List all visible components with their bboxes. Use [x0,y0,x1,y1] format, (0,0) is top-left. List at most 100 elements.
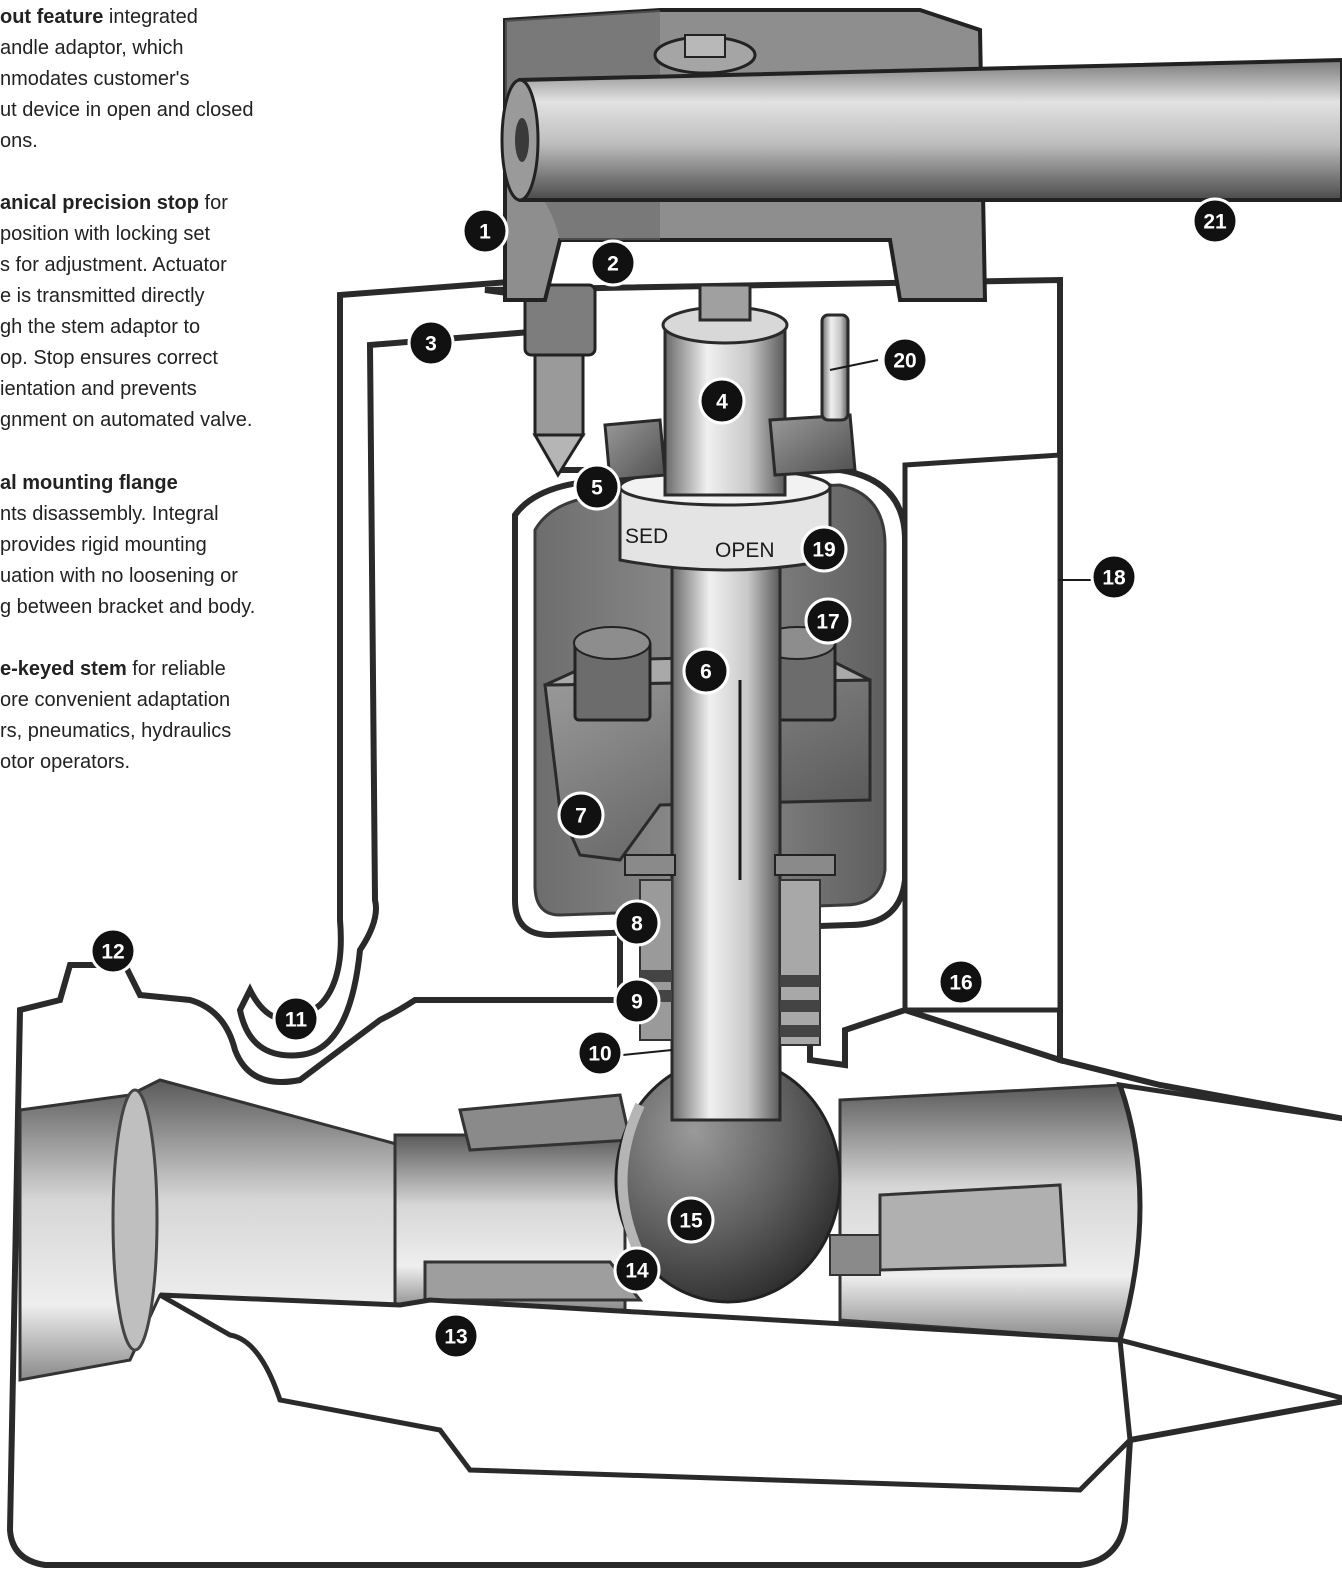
bracket-cut-face [236,276,560,1059]
callout-14-badge [613,1246,661,1294]
packing-stack [624,854,836,1046]
feature-line: gnment on automated valve. [0,405,320,436]
feature-line: e-keyed stem for reliable [0,654,320,685]
feature-line: ientation and prevents [0,374,320,405]
feature-line-text: andle adaptor, which [0,37,184,59]
feature-paragraph: al mounting flange nts disassembly. Integ… [0,468,320,623]
handle-bar-end-hole [515,118,529,162]
callout-20: 20 [881,336,929,384]
callout-4: 4 [698,377,746,425]
callout-14-number: 14 [625,1260,649,1283]
leader-lines [622,359,1093,1056]
callout-14: 14 [613,1246,661,1294]
set-screw-tip [532,433,586,478]
feature-line: al mounting flange [0,468,320,499]
feature-line-text: ientation and prevents [0,378,197,400]
callout-16: 16 [937,958,985,1006]
feature-line: otor operators. [0,747,320,778]
callout-2-badge [589,239,637,287]
feature-line-bold: out feature [0,6,104,28]
feature-line-text: otor operators. [0,751,131,773]
feature-line: ut device in open and closed [0,95,320,126]
callout-12: 12 [89,927,137,975]
leader-20 [829,359,879,371]
seat-right [878,1183,1067,1272]
feature-line-text: ut device in open and closed [0,99,254,121]
callout-13-number: 13 [444,1326,467,1349]
callout-17-number: 17 [816,611,839,634]
feature-line: out feature integrated [0,2,320,33]
callout-21-number: 21 [1203,211,1227,234]
feature-paragraph: e-keyed stem for reliable ore convenient … [0,654,320,778]
feature-line: anical precision stop for [0,188,320,219]
callout-15-number: 15 [679,1210,703,1233]
callout-18-number: 18 [1102,567,1126,590]
callout-19-badge [800,525,848,573]
feature-line-text: e is transmitted directly [0,285,205,307]
callout-3-number: 3 [425,333,437,356]
callout-16-badge [937,958,985,1006]
feature-line-text: for [198,192,228,214]
feature-line-text: uation with no loosening or [0,565,238,587]
feature-line-bold: e-keyed stem [0,658,127,680]
callout-15: 15 [667,1196,715,1244]
callout-4-number: 4 [716,391,728,414]
inlet-face-ring [111,1088,159,1352]
callout-4-badge [698,377,746,425]
stem-assembly: OPEN SED [523,283,857,1122]
callout-11-badge [272,995,320,1043]
stop-block-left [603,418,667,482]
feature-line: g between bracket and body. [0,592,320,623]
feature-line-text: gnment on automated valve. [0,409,253,431]
callout-7-number: 7 [575,805,587,828]
callout-2-number: 2 [607,253,619,276]
feature-line: ore convenient adaptation [0,685,320,716]
leader-10 [622,1049,673,1056]
callout-6-badge [682,647,730,695]
callout-18-badge [1090,553,1138,601]
callout-5-number: 5 [591,477,603,500]
feature-line: op. Stop ensures correct [0,343,320,374]
feature-line-text: rs, pneumatics, hydraulics [0,720,232,742]
callout-8-badge [613,899,661,947]
callout-6-number: 6 [700,661,712,684]
feature-line: gh the stem adaptor to [0,312,320,343]
callout-12-badge [89,927,137,975]
locking-pin [820,313,850,422]
feature-line: e is transmitted directly [0,281,320,312]
feature-line: s for adjustment. Actuator [0,250,320,281]
callout-1-number: 1 [479,221,491,244]
feature-line-text: for reliable [126,658,226,680]
callout-12-number: 12 [101,941,124,964]
feature-line-text: provides rigid mounting [0,534,207,556]
feature-line-text: nts disassembly. Integral [0,503,219,525]
gland-nut-left-top [573,626,651,660]
callout-17-badge [804,597,852,645]
feature-line-text: position with locking set [0,223,211,245]
callout-21-badge [1191,197,1239,245]
callout-3: 3 [407,319,455,367]
callout-5-badge [573,463,621,511]
stem [670,538,782,1122]
feature-line-bold: al mounting flange [0,472,178,494]
feature-line-bold: anical precision stop [0,192,199,214]
seat-lower-right [829,1234,881,1276]
feature-line-text: g between bracket and body. [0,596,256,618]
callout-9-number: 9 [631,991,643,1014]
callout-19-number: 19 [812,539,835,562]
callout-17: 17 [804,597,852,645]
bonnet-right-wall [902,452,1063,1013]
feature-line: rs, pneumatics, hydraulics [0,716,320,747]
callout-16-number: 16 [949,972,972,995]
valve-body [6,962,1342,1568]
callout-9-badge [613,977,661,1025]
mounting-bracket [236,276,560,1059]
callout-10: 10 [576,1029,624,1077]
callout-3-badge [407,319,455,367]
callout-9: 9 [613,977,661,1025]
callout-15-badge [667,1196,715,1244]
callout-21: 21 [1191,197,1239,245]
feature-line-text: ore convenient adaptation [0,689,231,711]
feature-line: provides rigid mounting [0,530,320,561]
callout-13-badge [432,1312,480,1360]
